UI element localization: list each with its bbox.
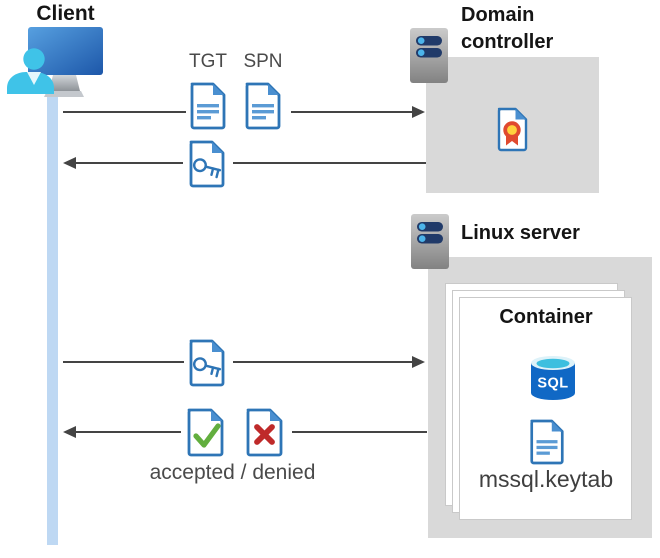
key-ticket-document-icon xyxy=(189,339,225,387)
key-ticket-document-icon xyxy=(189,140,225,188)
linux-server-title: Linux server xyxy=(461,222,580,244)
tgt-document-icon xyxy=(190,82,226,130)
domain-controller-server-icon xyxy=(410,28,448,83)
client-lifeline xyxy=(47,84,58,545)
certificate-icon xyxy=(497,107,528,152)
arrow-linux-to-client-head xyxy=(63,426,76,438)
client-computer-icon xyxy=(7,27,103,97)
arrow-linux-to-client-segment xyxy=(76,431,181,433)
tgt-label: TGT xyxy=(189,51,227,72)
linux-server-icon xyxy=(411,214,449,269)
container-card-front xyxy=(459,297,632,520)
arrow-client-to-dc-segment xyxy=(291,111,412,113)
arrow-client-to-linux-head xyxy=(412,356,425,368)
spn-label: SPN xyxy=(243,51,283,72)
arrow-dc-to-client-segment xyxy=(76,162,183,164)
sql-database-icon: SQL xyxy=(531,356,575,400)
client-title: Client xyxy=(36,2,95,25)
domain-controller-title: Domain controller xyxy=(461,4,554,53)
arrow-client-to-linux-segment xyxy=(233,361,412,363)
container-title: Container xyxy=(499,306,593,328)
accepted-check-document-icon xyxy=(187,408,224,457)
sql-badge-text: SQL xyxy=(537,376,568,392)
arrow-dc-to-client-head xyxy=(63,157,76,169)
arrow-linux-to-client-segment xyxy=(292,431,427,433)
arrow-client-to-dc-segment xyxy=(63,111,186,113)
keytab-document-icon xyxy=(530,419,564,465)
denied-cross-document-icon xyxy=(246,408,283,457)
keytab-filename-label: mssql.keytab xyxy=(478,466,614,492)
arrow-dc-to-client-segment xyxy=(233,162,426,164)
spn-document-icon xyxy=(245,82,281,130)
accepted-denied-label: accepted / denied xyxy=(149,461,316,484)
arrow-client-to-linux-segment xyxy=(63,361,184,363)
arrow-client-to-dc-head xyxy=(412,106,425,118)
